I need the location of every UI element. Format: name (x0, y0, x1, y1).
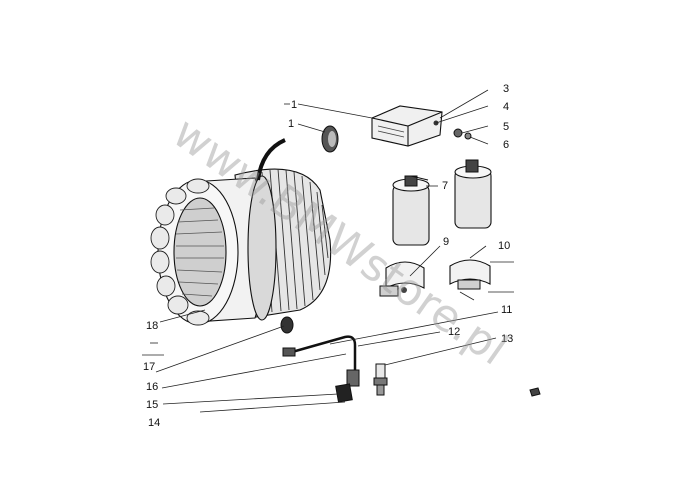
coil-bracket-1 (379, 261, 425, 297)
callout-10: 10 (498, 240, 510, 252)
callout-15: 15 (146, 399, 158, 411)
callout-16: 16 (146, 381, 158, 393)
callout-17: 17 (143, 361, 155, 373)
grommet (321, 125, 339, 153)
callout-9: 9 (443, 236, 449, 248)
small-nut (453, 128, 472, 140)
ignition-coil-1 (392, 175, 430, 246)
alternator-stator-rotor (150, 138, 332, 326)
callout-6: 6 (503, 139, 509, 151)
callout-11: 11 (501, 304, 512, 316)
ignition-coil-2 (454, 159, 492, 229)
callout-1b: 1 (288, 118, 294, 130)
spark-plug-cap-lead (282, 335, 360, 403)
coil-bracket-2 (449, 259, 491, 290)
callout-7: 7 (442, 180, 448, 192)
leader-lines (142, 89, 514, 413)
callout-4: 4 (503, 101, 509, 113)
callout-14: 14 (148, 417, 160, 429)
callout-3: 3 (503, 83, 509, 95)
plug-cap (280, 316, 294, 334)
spark-plug (373, 363, 388, 396)
voltage-regulator (371, 105, 443, 147)
bolt-icon (529, 387, 541, 397)
callout-1: 1 (291, 99, 297, 111)
callout-13: 13 (501, 333, 513, 345)
callout-5: 5 (503, 121, 509, 133)
callout-labels: 1 1 3 4 5 6 7 9 10 11 12 13 14 15 16 17 … (143, 83, 513, 429)
callout-12: 12 (448, 326, 460, 338)
callout-18: 18 (146, 320, 158, 332)
